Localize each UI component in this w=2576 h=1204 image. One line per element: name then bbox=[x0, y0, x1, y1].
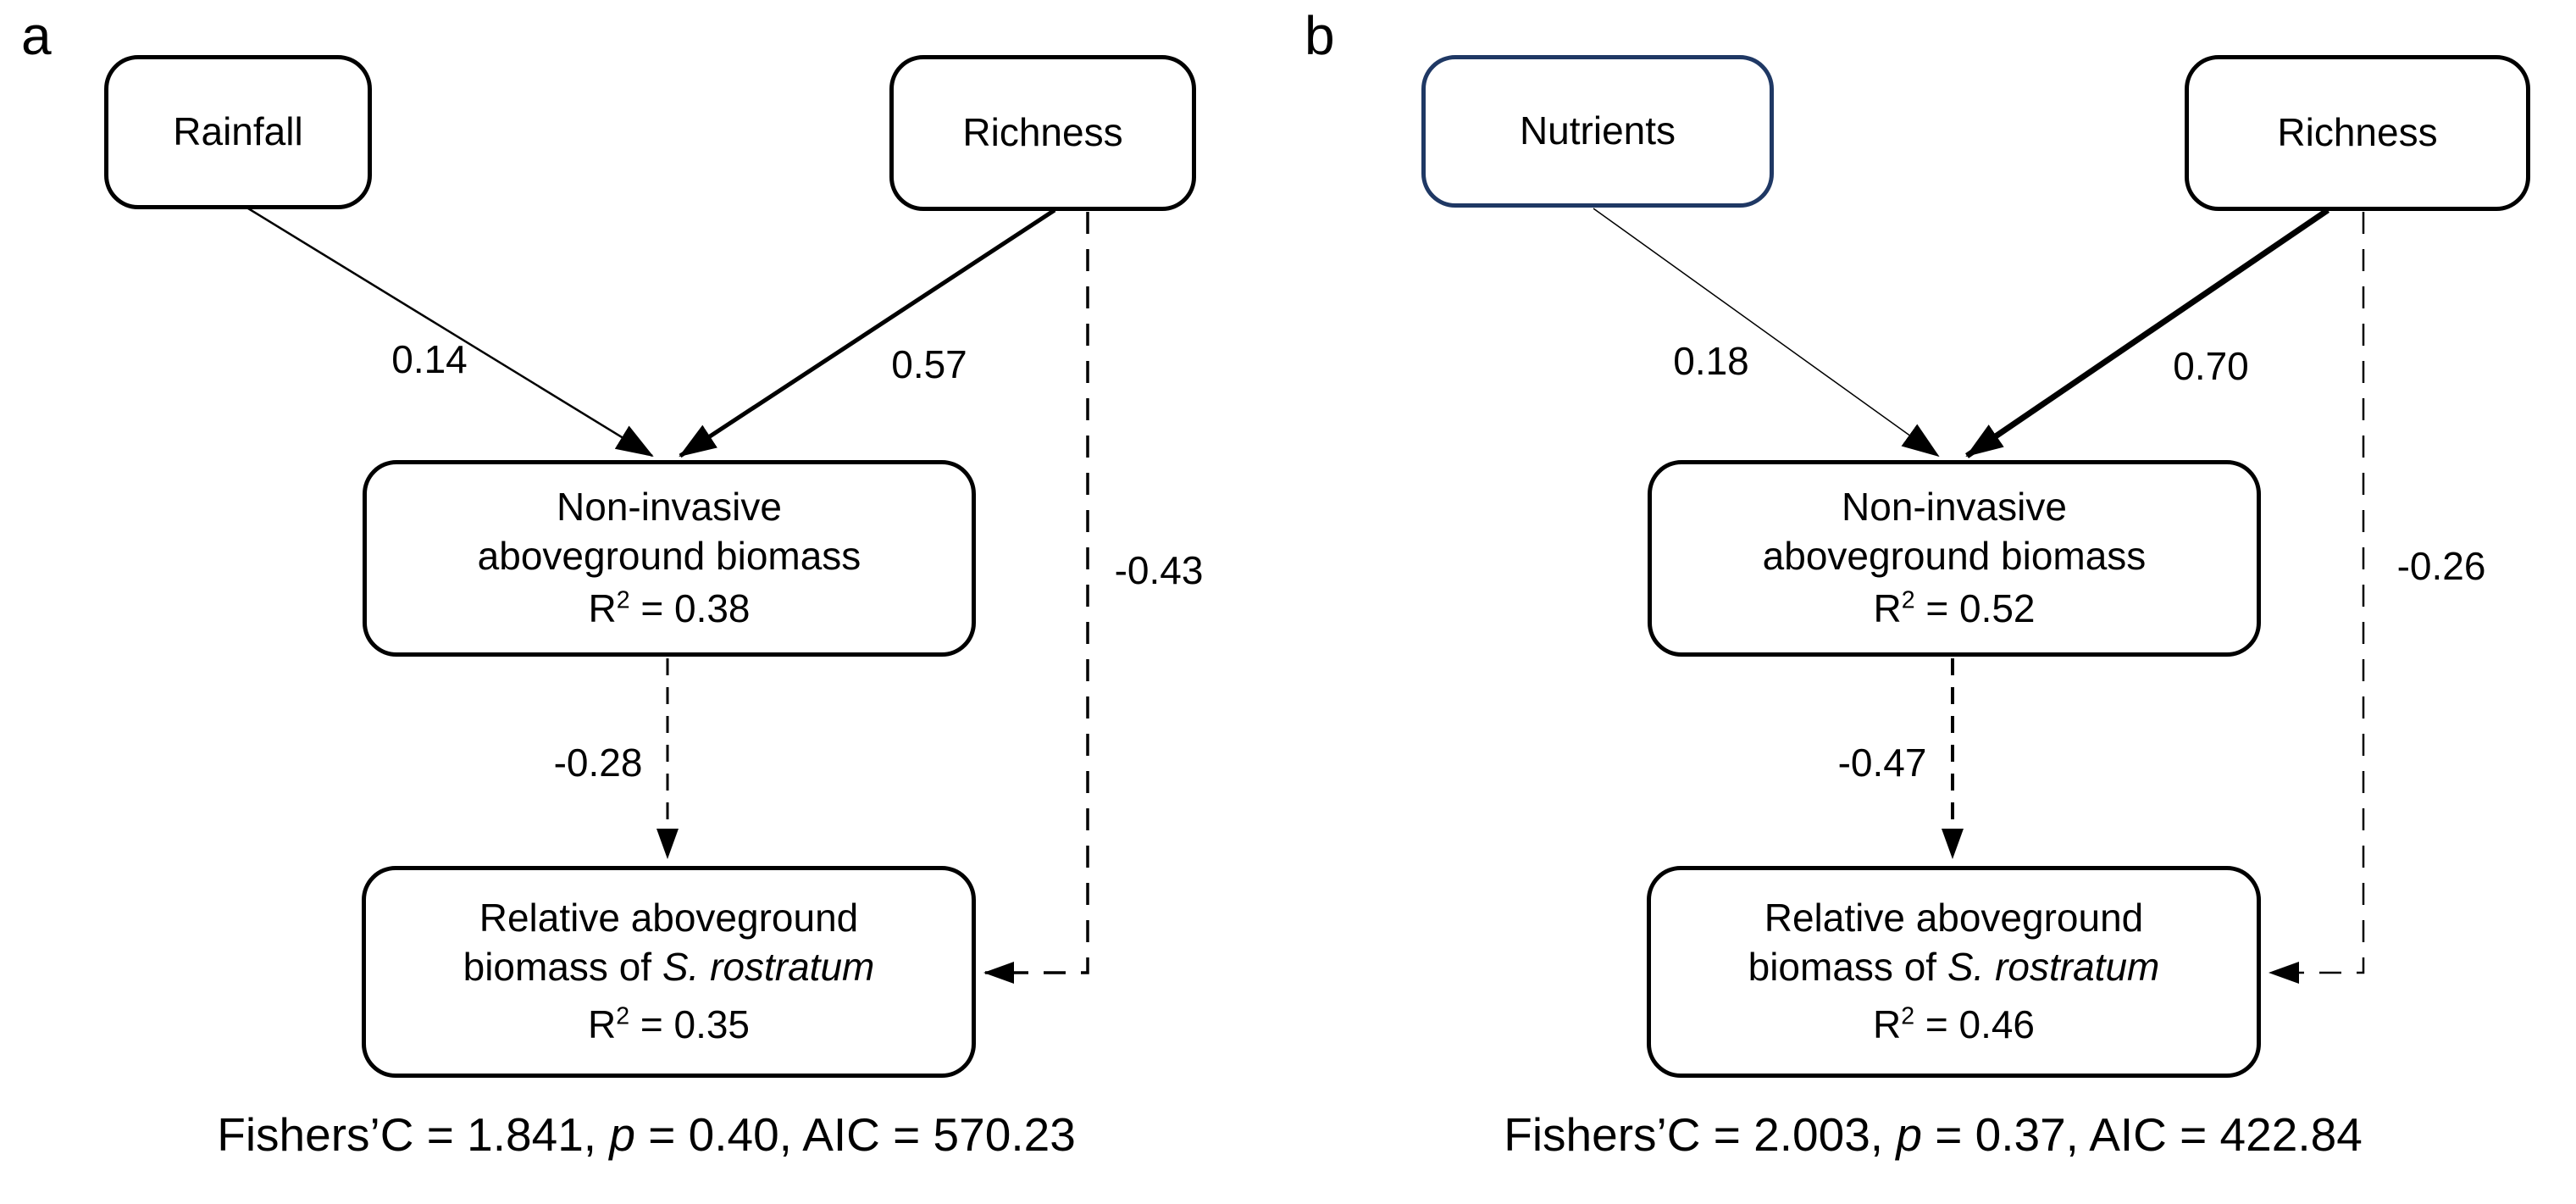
r2-rest: = 0.52 bbox=[1914, 585, 2036, 630]
fit-a-prefix: Fishers’C = 1.841, bbox=[217, 1108, 610, 1161]
node-rostratum-b-r2: R2 = 0.46 bbox=[1873, 1001, 2035, 1050]
panel-letter-a: a bbox=[21, 5, 52, 66]
coef-richness-biomass-a: 0.57 bbox=[891, 342, 967, 386]
path-rainfall-to-biomass bbox=[247, 207, 654, 458]
node-rainfall: Rainfall bbox=[104, 55, 372, 209]
r2-base: R bbox=[1873, 585, 1902, 630]
coef-biomass-rostratum-a: -0.28 bbox=[553, 741, 643, 785]
fit-statistics-b: Fishers’C = 2.003, p = 0.37, AIC = 422.8… bbox=[1504, 1108, 2363, 1162]
node-richness-b-label: Richness bbox=[2277, 110, 2438, 155]
node-noninvasive-a-line1: Non-invasive bbox=[557, 485, 782, 530]
r2-sup: 2 bbox=[616, 1002, 630, 1030]
path-nutrients-to-biomass bbox=[1593, 208, 1940, 458]
path-richness-to-biomass-a bbox=[679, 208, 1056, 458]
node-rostratum-b: Relative aboveground biomass of S. rostr… bbox=[1647, 866, 2261, 1078]
path-richness-to-biomass-b bbox=[1965, 208, 2329, 458]
node-richness-a-label: Richness bbox=[962, 110, 1123, 155]
node-rostratum-b-line1: Relative aboveground bbox=[1764, 896, 2144, 940]
coef-nutrients-biomass: 0.18 bbox=[1673, 339, 1749, 383]
species-name: S. rostratum bbox=[1947, 945, 2160, 990]
r2-base: R bbox=[588, 585, 617, 630]
fit-a-p: p bbox=[609, 1108, 635, 1161]
r2-sup: 2 bbox=[1901, 586, 1915, 614]
node-richness-b: Richness bbox=[2185, 55, 2530, 211]
node-rostratum-a: Relative aboveground biomass of S. rostr… bbox=[362, 866, 976, 1078]
r2-sup: 2 bbox=[616, 586, 630, 614]
fit-b-p: p bbox=[1896, 1108, 1922, 1161]
node-richness-a: Richness bbox=[889, 55, 1196, 211]
node-noninvasive-biomass-a: Non-invasive aboveground biomass R2 = 0.… bbox=[363, 460, 976, 657]
node-noninvasive-a-r2: R2 = 0.38 bbox=[588, 585, 750, 634]
fit-b-prefix: Fishers’C = 2.003, bbox=[1504, 1108, 1897, 1161]
node-rostratum-a-r2: R2 = 0.35 bbox=[588, 1001, 750, 1050]
r2-sup: 2 bbox=[1901, 1002, 1915, 1030]
species-name: S. rostratum bbox=[662, 945, 875, 990]
node-noninvasive-b-r2: R2 = 0.52 bbox=[1873, 585, 2035, 634]
coef-richness-rostratum-a: -0.43 bbox=[1114, 548, 1204, 592]
coef-richness-biomass-b: 0.70 bbox=[2173, 344, 2249, 388]
node-noninvasive-b-line2: aboveground biomass bbox=[1762, 534, 2147, 579]
node-rostratum-a-line2: biomass of S. rostratum bbox=[463, 943, 875, 992]
coef-richness-rostratum-b: -0.26 bbox=[2396, 544, 2486, 588]
line2-prefix: biomass of bbox=[463, 945, 662, 990]
line2-prefix: biomass of bbox=[1748, 945, 1947, 990]
r2-rest: = 0.35 bbox=[629, 1001, 751, 1046]
node-rainfall-label: Rainfall bbox=[173, 109, 303, 154]
fit-b-suffix: = 0.37, AIC = 422.84 bbox=[1921, 1108, 2363, 1161]
node-noninvasive-biomass-b: Non-invasive aboveground biomass R2 = 0.… bbox=[1648, 460, 2261, 657]
r2-base: R bbox=[587, 1001, 617, 1046]
node-nutrients-label: Nutrients bbox=[1519, 108, 1676, 153]
node-rostratum-a-line1: Relative aboveground bbox=[479, 896, 859, 940]
node-rostratum-b-line2: biomass of S. rostratum bbox=[1748, 943, 2160, 992]
fit-a-suffix: = 0.40, AIC = 570.23 bbox=[634, 1108, 1076, 1161]
path-richness-to-rostratum-b bbox=[2269, 212, 2365, 984]
node-noninvasive-a-line2: aboveground biomass bbox=[477, 534, 861, 579]
fit-statistics-a: Fishers’C = 1.841, p = 0.40, AIC = 570.2… bbox=[217, 1108, 1076, 1162]
r2-base: R bbox=[1872, 1001, 1902, 1046]
path-richness-to-rostratum-a bbox=[983, 212, 1089, 984]
coef-biomass-rostratum-b: -0.47 bbox=[1837, 741, 1927, 785]
node-nutrients: Nutrients bbox=[1421, 55, 1774, 208]
r2-rest: = 0.46 bbox=[1914, 1001, 2036, 1046]
node-noninvasive-b-line1: Non-invasive bbox=[1842, 485, 2067, 530]
r2-rest: = 0.38 bbox=[629, 585, 751, 630]
panel-letter-b: b bbox=[1305, 5, 1335, 66]
coef-rainfall-biomass: 0.14 bbox=[391, 337, 468, 381]
